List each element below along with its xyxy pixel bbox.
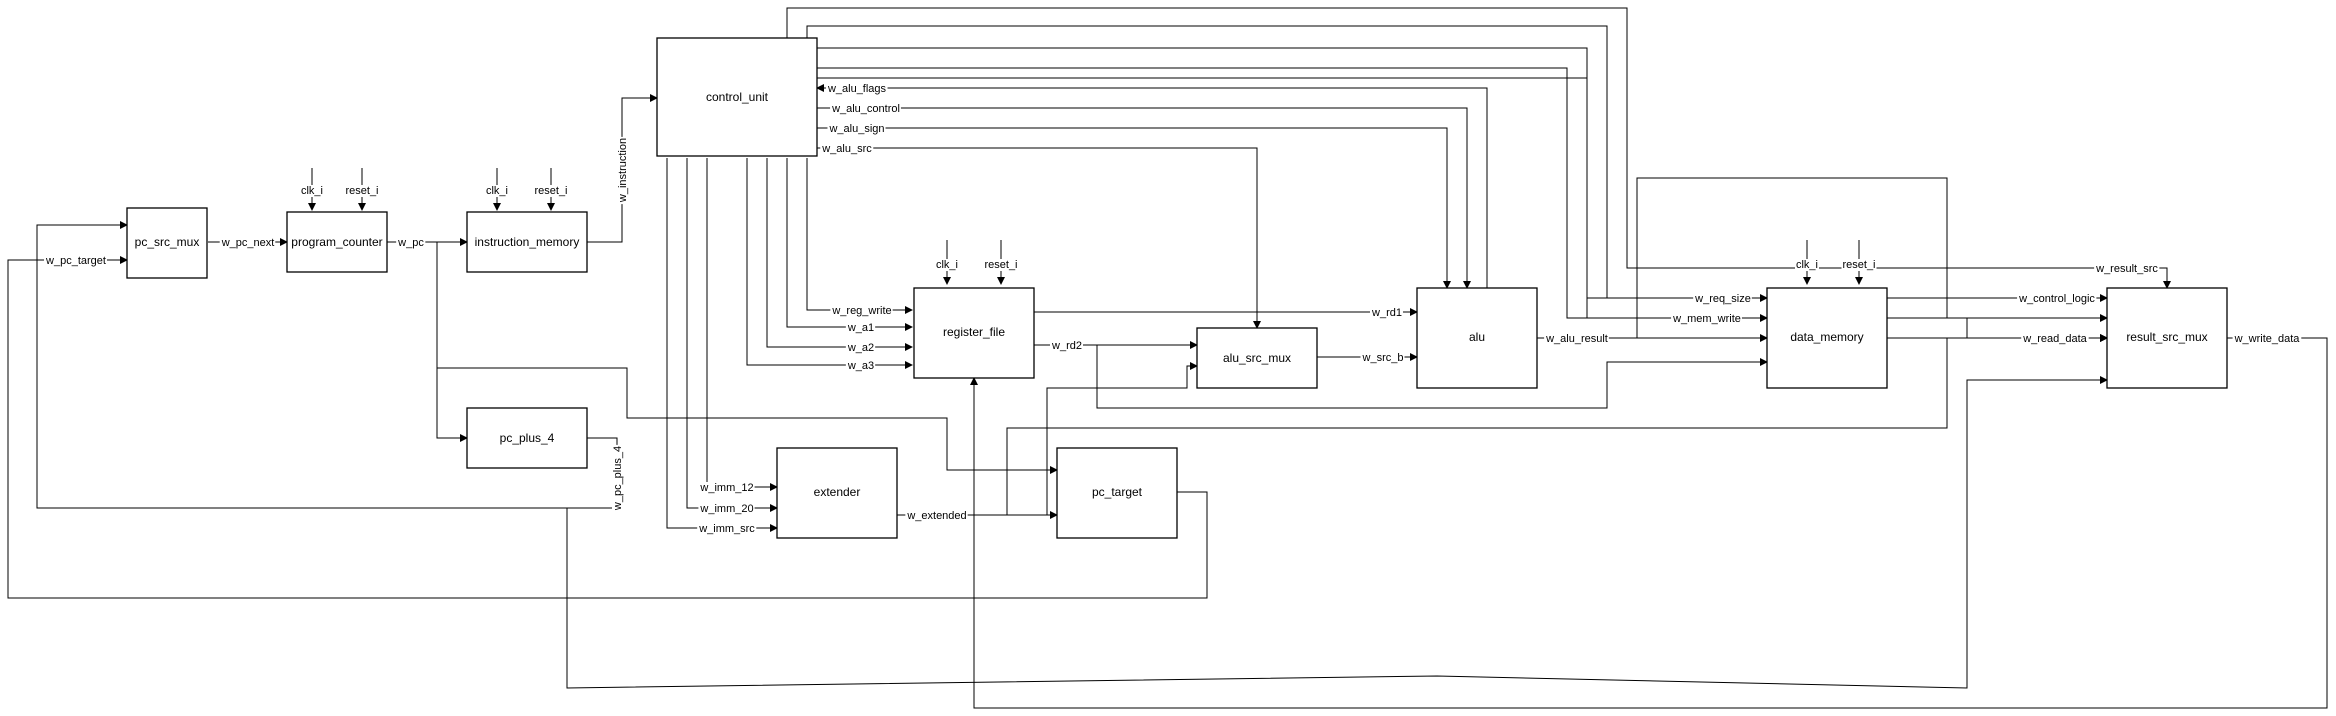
wire-alu-src [817,147,1261,329]
wire-result-src [786,7,2171,289]
wire-a1 [786,158,913,331]
label-w-control-logic: w_control_logic [2018,293,2095,305]
dm-reset-label: reset_i [1842,259,1875,271]
wire-mem-write [817,67,1768,322]
label-w-req-size: w_req_size [1694,293,1751,305]
label-w-imm-12: w_imm_12 [699,482,753,494]
control-unit-label: control_unit [706,90,769,104]
label-w-instruction: w_instruction [617,138,629,203]
im-clk-label: clk_i [486,185,508,197]
wires [7,7,2328,709]
label-w-alu-src: w_alu_src [821,143,872,155]
alu-src-mux-block: alu_src_mux [1196,327,1318,389]
signal-labels: w_pc_target w_pc_next w_pc w_instruction… [44,83,2302,535]
label-w-a2: w_a2 [847,342,874,354]
label-w-a3: w_a3 [847,360,874,372]
label-w-read-data: w_read_data [2022,333,2087,345]
label-w-write-data: w_write_data [2234,333,2301,345]
wire-reg-write [806,158,913,314]
pc-src-mux-label: pc_src_mux [135,235,200,249]
pc-target-block: pc_target [1056,447,1178,539]
wire-alu-sign [817,127,1451,289]
wire-pc-to-plus4 [436,242,468,442]
pc-plus-4-label: pc_plus_4 [500,431,555,445]
pc-reset-label: reset_i [345,185,378,197]
wire-alu-flags [816,84,1488,288]
wire-imm-20 [686,158,778,512]
data-memory-label: data_memory [1790,330,1863,344]
rf-clk-label: clk_i [936,259,958,271]
dm-clk-label: clk_i [1796,259,1818,271]
label-w-imm-20: w_imm_20 [699,503,753,515]
pc-clk-label: clk_i [301,185,323,197]
label-w-pc-next: w_pc_next [221,237,275,249]
register-file-label: register_file [943,325,1005,339]
rf-reset-label: reset_i [984,259,1017,271]
instruction-memory-block: instruction_memory [466,211,588,273]
pc-target-label: pc_target [1092,485,1143,499]
alu-block: alu [1416,287,1538,389]
label-w-reg-write: w_reg_write [831,305,891,317]
label-w-src-b: w_src_b [1362,352,1404,364]
port-labels: clk_i reset_i clk_i reset_i clk_i reset_… [299,185,1877,271]
label-w-pc-target: w_pc_target [45,255,106,267]
wire-pc-plus-4-b [566,376,2108,689]
label-w-alu-control: w_alu_control [831,103,900,115]
label-w-rd1: w_rd1 [1371,307,1402,319]
instruction-memory-label: instruction_memory [475,235,580,249]
wire-control-logic [806,25,2108,302]
wire-alu-result-to-mux [1636,177,2108,338]
data-memory-block: data_memory [1766,287,1888,389]
label-w-imm-src: w_imm_src [698,523,755,535]
register-file-block: register_file [913,287,1035,379]
wire-imm-src [666,158,778,532]
label-w-extended: w_extended [906,510,966,522]
label-w-result-src: w_result_src [2095,263,2158,275]
pc-plus-4-block: pc_plus_4 [466,407,588,469]
wire-req-size [817,77,1768,302]
label-w-pc: w_pc [397,237,424,249]
wire-pc-target [7,256,1208,599]
control-unit-block: control_unit [656,37,818,157]
program-counter-label: program_counter [291,235,382,249]
wire-alu-control [817,107,1471,289]
alu-label: alu [1469,330,1485,344]
wire-pc-to-target [437,367,1058,474]
pc-src-mux-block: pc_src_mux [126,207,208,279]
program-counter-block: program_counter [286,211,388,273]
alu-src-mux-label: alu_src_mux [1223,351,1291,365]
wire-extended-mux-b [1046,362,1198,515]
label-w-alu-sign: w_alu_sign [828,123,884,135]
label-w-a1: w_a1 [847,322,874,334]
wire-rd2-to-dm [1096,345,1768,409]
label-w-alu-flags: w_alu_flags [827,83,887,95]
wire-pc-plus-4-a [36,221,618,509]
label-w-pc-plus-4: w_pc_plus_4 [612,446,624,511]
wire-a2 [766,158,913,351]
label-w-mem-write: w_mem_write [1672,313,1741,325]
extender-block: extender [776,447,898,539]
extender-label: extender [814,485,861,499]
result-src-mux-block: result_src_mux [2106,287,2228,389]
im-reset-label: reset_i [534,185,567,197]
result-src-mux-label: result_src_mux [2126,330,2207,344]
label-w-alu-result: w_alu_result [1545,333,1608,345]
wire-a3 [746,158,913,369]
label-w-rd2: w_rd2 [1051,340,1082,352]
